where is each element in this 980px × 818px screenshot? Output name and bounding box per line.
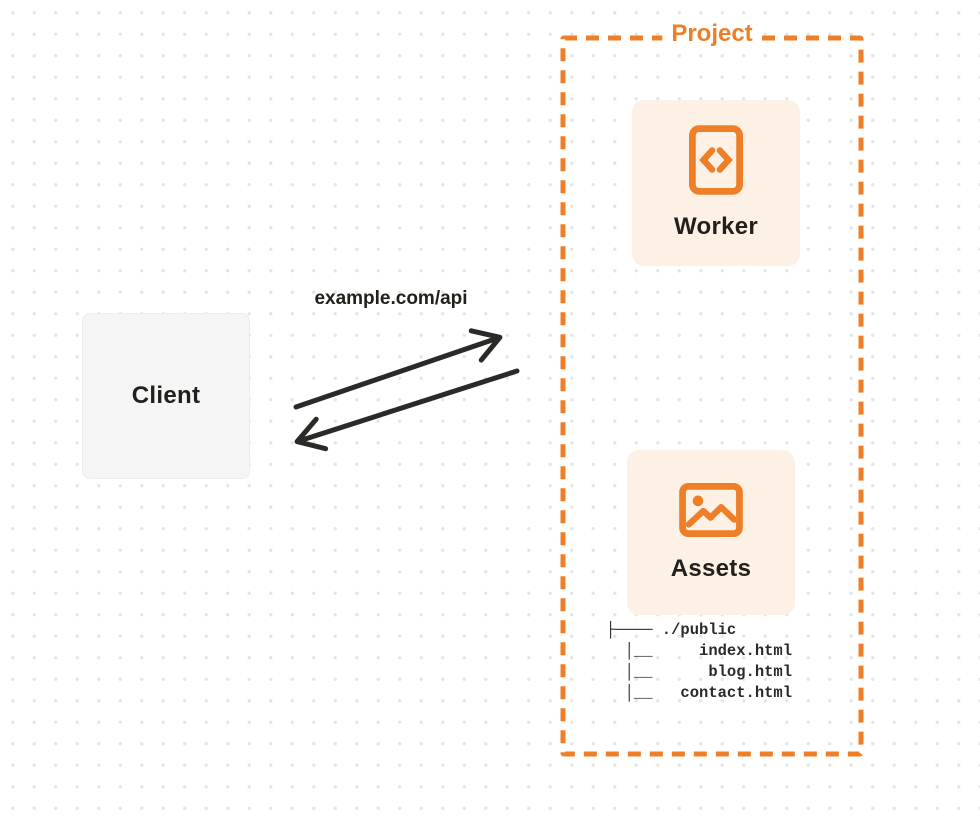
file-tree-item: │__ contact.html: [606, 684, 793, 702]
assets-file-tree: ├──── ./public │__ index.html │__ blog.h…: [606, 620, 792, 704]
request-url-label: example.com/api: [314, 288, 468, 309]
worker-node: Worker: [632, 100, 800, 266]
assets-node-label: Assets: [670, 554, 752, 582]
file-tree-root: ├──── ./public: [606, 621, 737, 639]
file-tree-item: │__ index.html: [606, 642, 793, 660]
client-node-label: Client: [131, 382, 201, 409]
response-arrow: [294, 368, 520, 452]
file-tree-item: │__ blog.html: [606, 663, 793, 681]
project-group-label: Project: [662, 20, 762, 48]
image-picture-icon: [679, 482, 743, 537]
code-file-icon: [689, 125, 743, 195]
worker-node-label: Worker: [673, 213, 759, 240]
request-arrow: [293, 328, 503, 410]
client-node: Client: [82, 313, 250, 479]
assets-node: Assets: [627, 450, 795, 615]
